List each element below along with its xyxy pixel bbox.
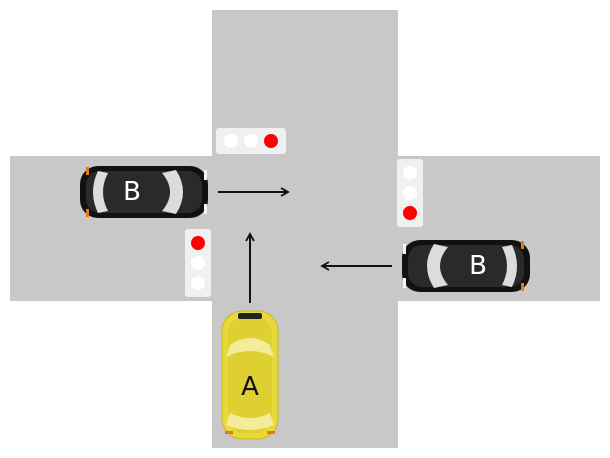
- signal-lamp: [191, 276, 205, 290]
- taxi-sign: [238, 313, 262, 319]
- signal-west: [185, 229, 211, 297]
- car-label: B: [123, 177, 141, 207]
- signal-lamp-red: [403, 206, 417, 220]
- signal-lamp: [244, 134, 258, 148]
- car-windshield: [427, 244, 448, 288]
- signal-east: [397, 159, 423, 227]
- signal-north: [216, 128, 286, 154]
- car-label: A: [241, 372, 259, 402]
- signal-lamp: [403, 186, 417, 200]
- car-windshield: [162, 170, 183, 214]
- car-b-west: B: [80, 166, 208, 218]
- signal-lamp: [403, 166, 417, 180]
- signal-lamp-red: [191, 236, 205, 250]
- car-rear-window: [226, 413, 274, 430]
- car-b-east: B: [402, 240, 530, 292]
- car-rear-window: [502, 245, 517, 287]
- signal-lamp-red: [264, 134, 278, 148]
- car-windshield: [226, 338, 274, 357]
- car-rear-window: [93, 171, 108, 213]
- car-label: B: [469, 251, 487, 281]
- car-a-south: A: [221, 310, 279, 440]
- signal-lamp: [224, 134, 238, 148]
- signal-lamp: [191, 256, 205, 270]
